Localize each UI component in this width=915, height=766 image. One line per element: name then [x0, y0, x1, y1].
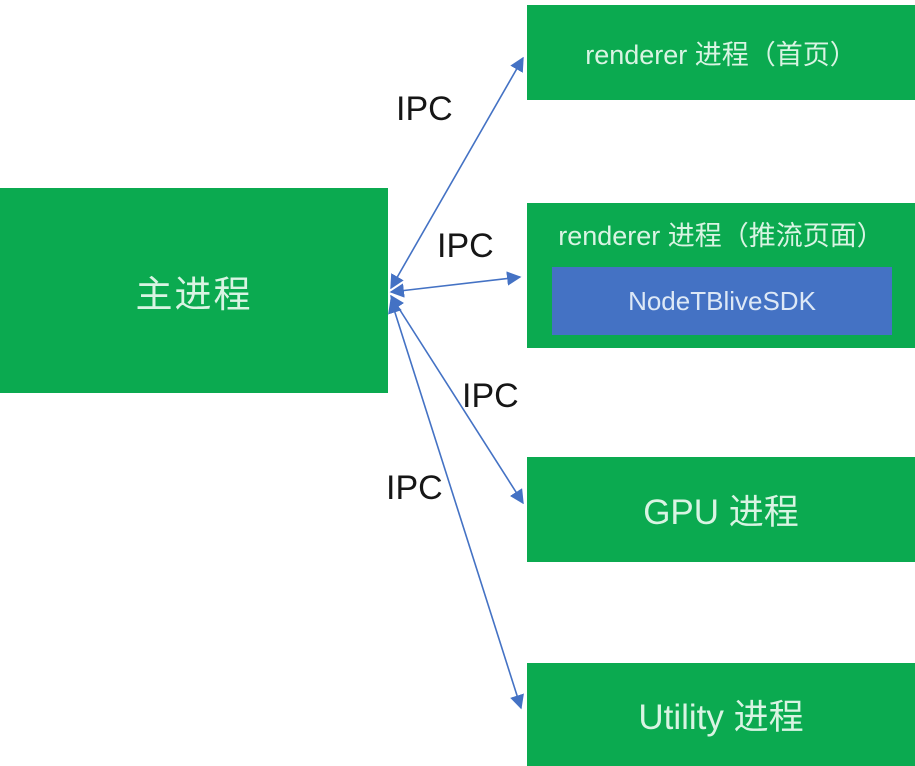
node-utility-label: Utility 进程 [638, 698, 804, 737]
edge-label-ipc-renderer-home: IPC [396, 90, 453, 128]
node-sdk: NodeTBliveSDK [552, 267, 892, 335]
node-renderer-home-process: renderer 进程（首页） [527, 5, 915, 100]
node-gpu-label: GPU 进程 [643, 493, 799, 532]
node-gpu-process: GPU 进程 [527, 457, 915, 562]
node-utility-process: Utility 进程 [527, 663, 915, 766]
node-main-process: 主进程 [0, 188, 388, 393]
node-renderer-push-label: renderer 进程（推流页面） [558, 221, 884, 251]
node-main-process-label: 主进程 [135, 273, 253, 315]
node-renderer-push-process: renderer 进程（推流页面） NodeTBliveSDK [527, 203, 915, 348]
node-renderer-home-label: renderer 进程（首页） [585, 40, 857, 70]
arrow-main-to-renderer-push [389, 271, 522, 298]
edge-label-ipc-gpu: IPC [462, 377, 519, 415]
edge-label-ipc-renderer-push: IPC [437, 227, 494, 265]
edge-label-ipc-utility: IPC [386, 469, 443, 507]
node-sdk-label: NodeTBliveSDK [628, 285, 816, 316]
